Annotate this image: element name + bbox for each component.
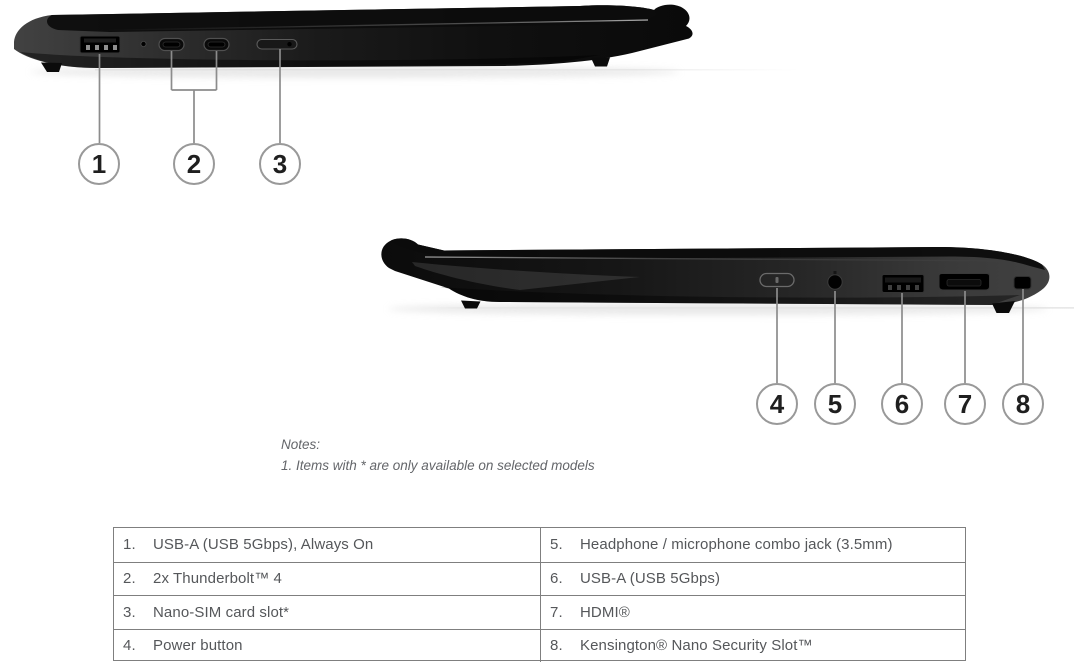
legend-row-8: 8. Kensington® Nano Security Slot™ (541, 628, 965, 663)
legend-row-number: 8. (550, 637, 563, 655)
callout-4: 4 (756, 383, 798, 425)
legend-row-6: 6. USB-A (USB 5Gbps) (541, 561, 965, 596)
hdmi-port (938, 273, 990, 291)
legend-row-5: 5. Headphone / microphone combo jack (3.… (541, 528, 965, 562)
legend-row-number: 4. (123, 637, 136, 655)
legend-row-label: USB-A (USB 5Gbps), Always On (153, 536, 374, 554)
nano-sim-slot (256, 38, 298, 50)
legend-row-label: Headphone / microphone combo jack (3.5mm… (580, 536, 893, 554)
legend-row-label: Power button (153, 637, 243, 655)
headphone-jack-port (827, 271, 843, 290)
usb-a-port (881, 274, 925, 293)
legend-row-number: 3. (123, 603, 136, 621)
port-legend-table: 1. USB-A (USB 5Gbps), Always On 5. Headp… (113, 527, 966, 663)
thunderbolt-port-2 (203, 37, 230, 52)
legend-row-label: 2x Thunderbolt™ 4 (153, 570, 283, 588)
callout-6: 6 (881, 383, 923, 425)
emergency-reset-hole (140, 41, 147, 48)
power-button (759, 272, 795, 288)
notes-block: Notes: 1. Items with * are only availabl… (281, 434, 701, 476)
legend-row-number: 2. (123, 570, 136, 588)
legend-row-label: Nano-SIM card slot* (153, 603, 290, 621)
callout-5: 5 (814, 383, 856, 425)
laptop-left-side-view (14, 4, 693, 72)
legend-row-label: USB-A (USB 5Gbps) (580, 570, 721, 588)
kensington-slot (1013, 276, 1032, 290)
legend-row-1: 1. USB-A (USB 5Gbps), Always On (114, 528, 541, 562)
rubber-foot (591, 57, 610, 67)
rubber-foot (461, 300, 481, 309)
callout-leader-lines (98, 49, 1024, 383)
rubber-foot (41, 62, 62, 72)
callout-7: 7 (944, 383, 986, 425)
callout-1: 1 (78, 143, 120, 185)
legend-row-label: Kensington® Nano Security Slot™ (580, 637, 813, 655)
notes-item: 1. Items with * are only available on se… (281, 458, 595, 473)
notes-heading: Notes: (281, 437, 321, 452)
legend-row-2: 2. 2x Thunderbolt™ 4 (114, 561, 541, 595)
legend-row-number: 6. (550, 570, 563, 588)
legend-row-number: 7. (550, 603, 563, 621)
callout-3: 3 (259, 143, 301, 185)
rubber-foot (992, 301, 1015, 313)
usb-a-port (79, 35, 121, 54)
backdrop-shadows (30, 66, 1074, 315)
thunderbolt-port-1 (158, 37, 185, 52)
diagram-canvas (14, 4, 1074, 383)
legend-row-4: 4. Power button (114, 628, 541, 662)
legend-row-3: 3. Nano-SIM card slot* (114, 595, 541, 629)
callout-2: 2 (173, 143, 215, 185)
legend-row-7: 7. HDMI® (541, 595, 965, 629)
legend-row-label: HDMI® (580, 603, 630, 621)
legend-row-number: 5. (550, 536, 563, 554)
legend-row-number: 1. (123, 536, 136, 554)
callout-8: 8 (1002, 383, 1044, 425)
laptop-right-side-view (381, 238, 1050, 313)
